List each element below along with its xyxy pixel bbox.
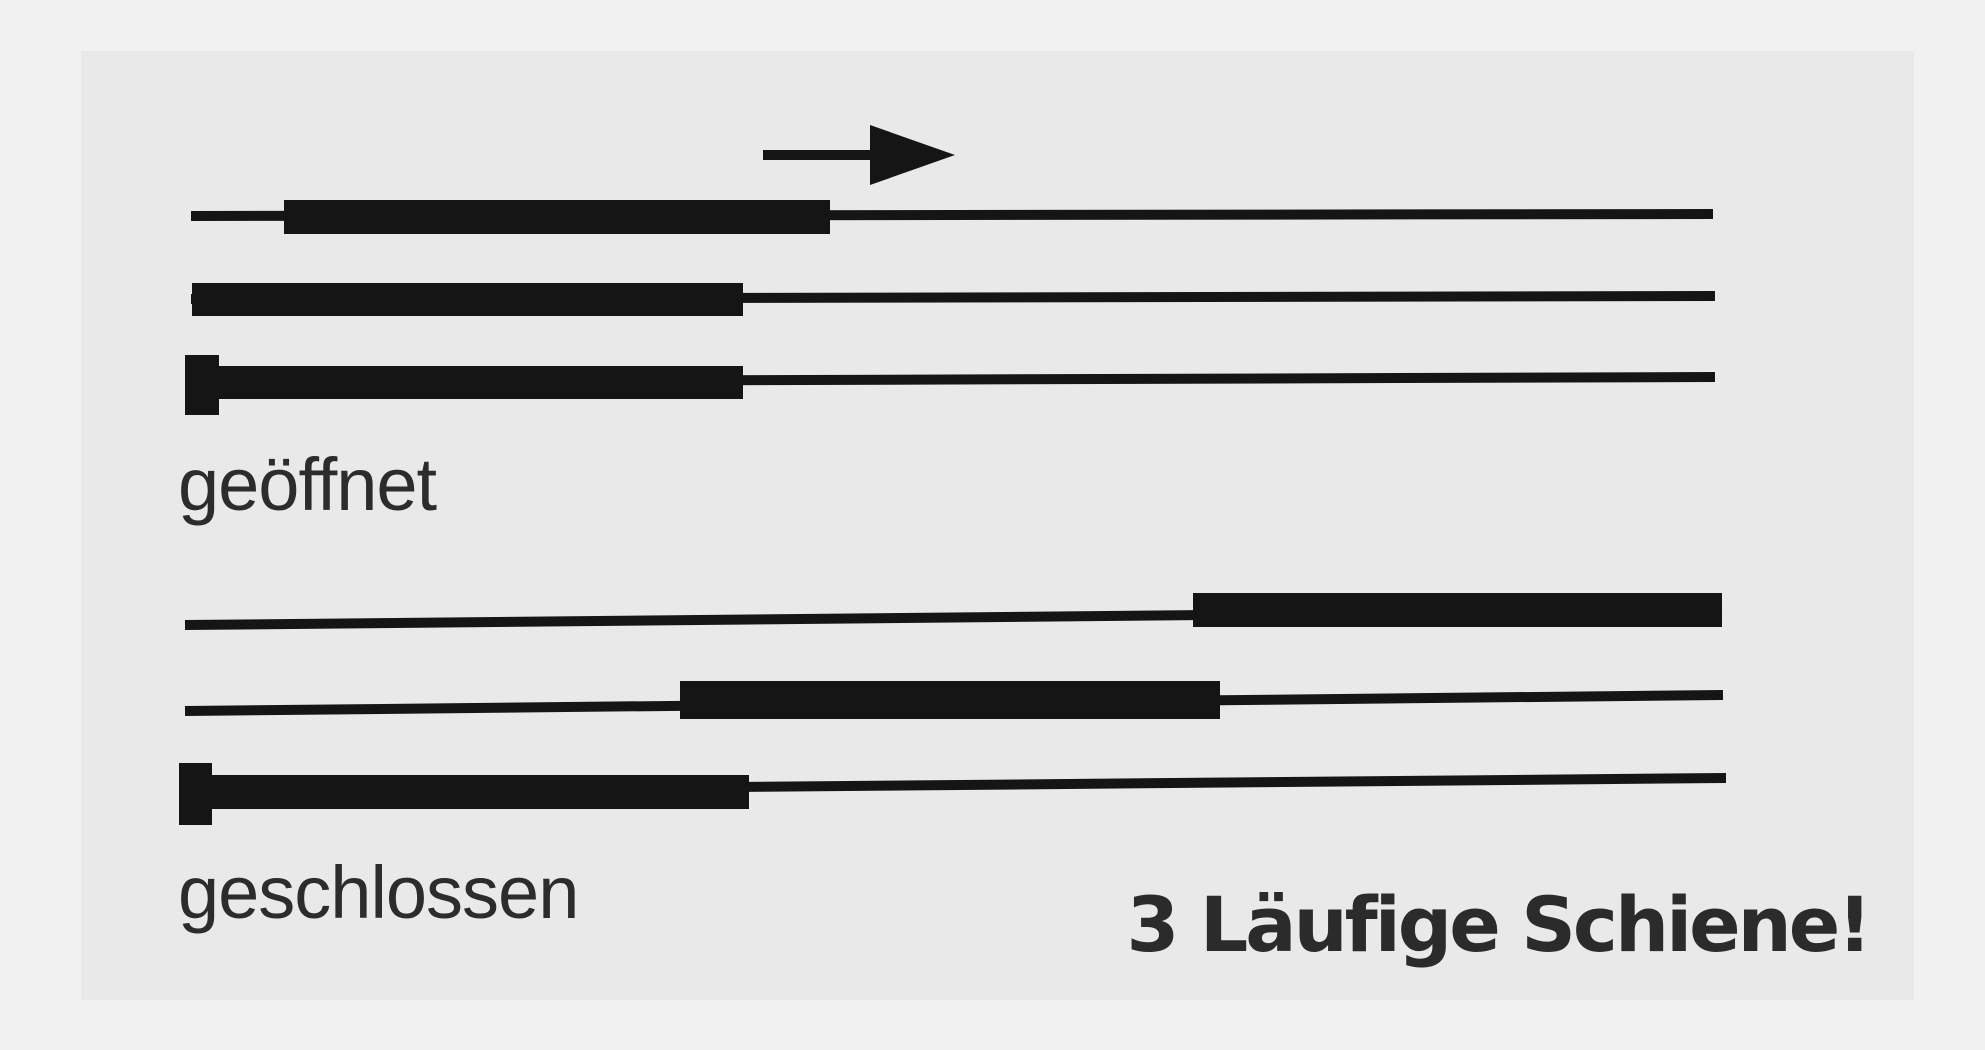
open-rail-3 [185, 355, 1716, 415]
caption-title: 3 Läufige Schiene! [1126, 880, 1872, 969]
closed-rail-3 [179, 763, 1727, 825]
open-rail-2 [190, 283, 1716, 316]
open-rail-group [185, 200, 1716, 415]
closed-end-stop [179, 763, 212, 825]
open-state-label: geöffnet [178, 443, 437, 526]
closed-rail-group [179, 593, 1727, 825]
closed-rail-1 [184, 593, 1723, 630]
open-rail-1 [190, 200, 1714, 234]
right-arrow-icon [763, 125, 955, 185]
open-end-stop [185, 355, 219, 415]
closed-rail-2 [184, 681, 1724, 719]
closed-state-label: geschlossen [178, 851, 579, 934]
